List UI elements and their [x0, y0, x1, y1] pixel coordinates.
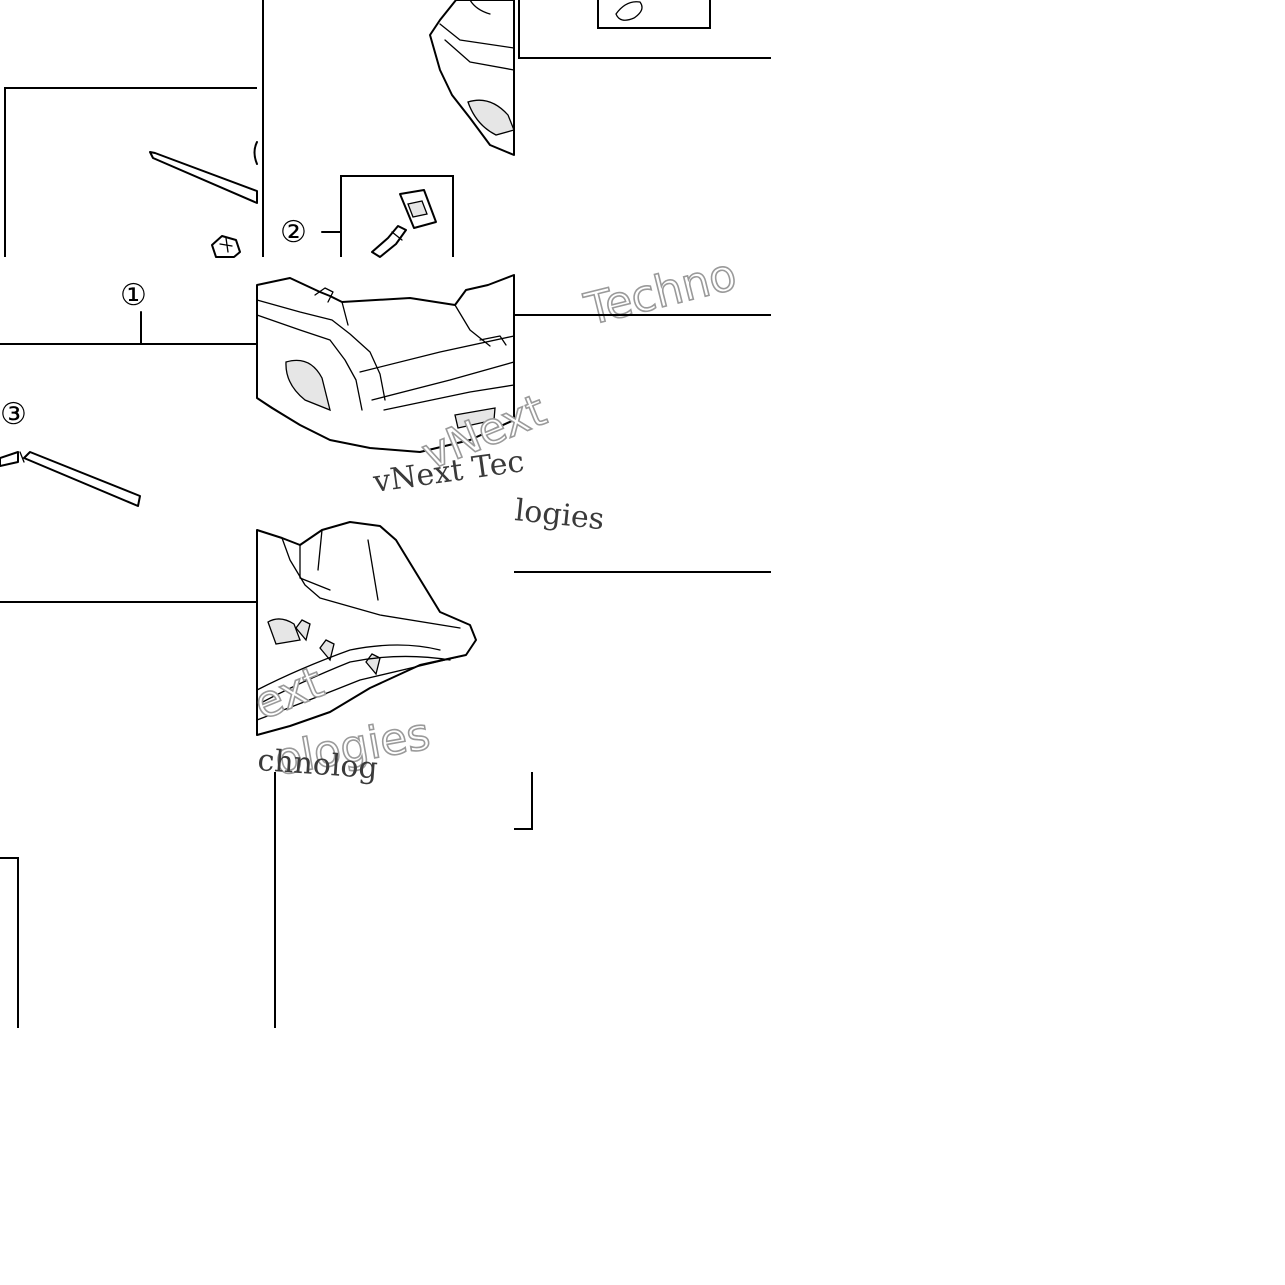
callout-2-label: ② — [280, 215, 307, 250]
watermark-fragment: chnolog — [256, 743, 379, 786]
bolt-part — [211, 235, 241, 258]
tile-bottom — [0, 772, 533, 1028]
inset-box — [597, 0, 711, 29]
frame-line — [514, 772, 533, 830]
rod-part — [149, 151, 258, 204]
screw-part — [371, 225, 407, 258]
frame-line — [0, 857, 19, 1028]
tile-center: vNext vNext Tec — [256, 274, 554, 500]
frame-line — [518, 0, 771, 59]
callout-1: ① — [0, 278, 257, 345]
watermark-fragment: Techno — [579, 249, 741, 336]
tile-top-right — [518, 0, 771, 59]
skid-plate-upper — [429, 0, 515, 156]
tile-top-middle: ② — [262, 0, 515, 258]
tile-top-left — [4, 87, 258, 258]
tile-lower-center: ext ologies chnolog — [246, 521, 477, 787]
tile-middle-right: Techno logies — [513, 248, 771, 573]
tile-middle-left: ① ③ — [0, 278, 257, 603]
skid-plate-lower — [256, 521, 477, 736]
watermark-fragment: logies — [513, 493, 606, 537]
callout-3-label: ③ — [0, 397, 27, 432]
edge-mark — [253, 141, 258, 165]
frame-line — [4, 87, 257, 257]
callout-2: ② — [280, 175, 454, 258]
skid-plate-main — [256, 274, 515, 453]
callout-3: ③ — [0, 397, 27, 432]
rod-part-lower — [0, 451, 141, 507]
callout-1-label: ① — [120, 278, 147, 313]
o-ring-part — [615, 1, 643, 21]
